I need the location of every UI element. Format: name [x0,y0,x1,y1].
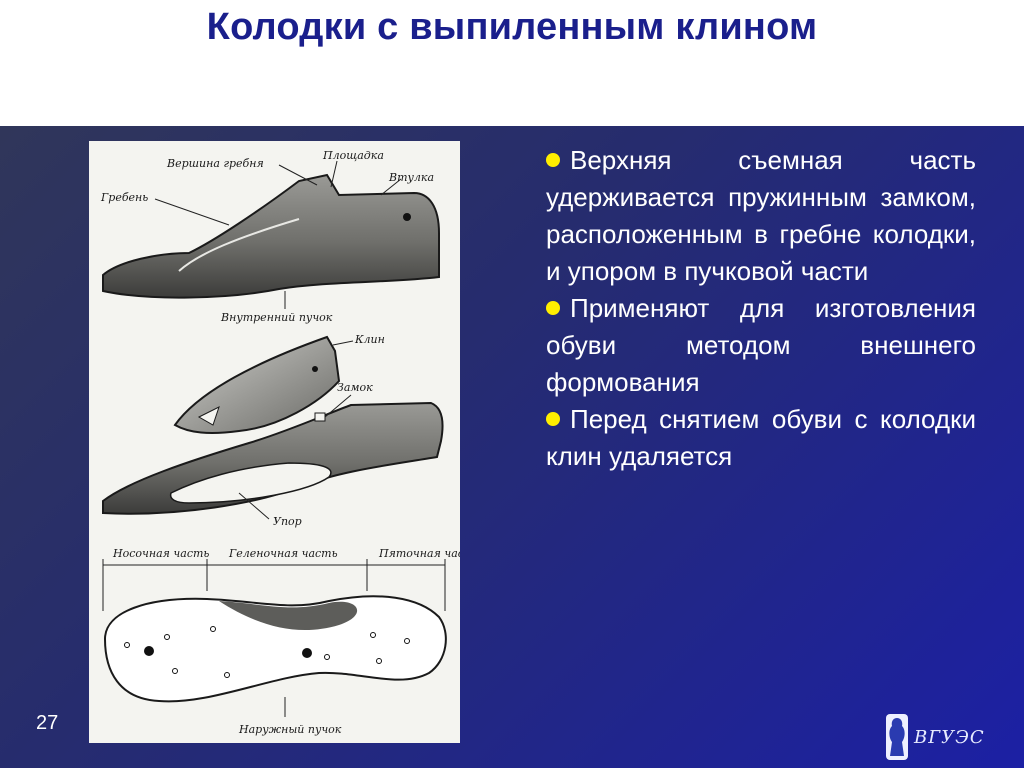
label-platform: Площадка [322,149,384,162]
wedge-view: Клин [173,333,385,434]
sole-hole-large-1 [144,646,154,656]
leader-lock [324,394,352,418]
sole-hole-7 [370,632,376,638]
full-last-highlight [178,218,300,272]
label-crest: Гребень [100,191,148,204]
sole-hole-3 [210,626,216,632]
locked-last-cavity [169,462,332,504]
sole-hole-9 [404,638,410,644]
bullet-item: Верхняя съемная часть удерживается пружи… [536,142,976,290]
label-shank-part: Геленочная часть [228,547,338,560]
sole-hole-large-2 [302,648,312,658]
logo-text: ВГУЭС [914,727,985,748]
bullet-item: Перед снятием обуви с колодки клин удаля… [536,401,976,475]
shoe-last-diagram: Вершина гребня Площадка Втулка Гребень В… [89,141,460,743]
sole-outline [103,595,447,703]
label-sleeve: Втулка [388,171,434,184]
sole-hole-5 [224,672,230,678]
bullet-dot-icon [546,412,560,426]
logo-figure-shape [889,718,905,756]
leader-sleeve [380,178,402,196]
sole-hole-8 [376,658,382,664]
label-wedge: Клин [354,333,385,346]
label-lock: Замок [337,381,373,394]
leader-wedge [332,340,354,346]
bullet-dot-icon [546,153,560,167]
slide-header: Колодки с выпиленным клином [0,0,1024,126]
shoe-last-drawing: Вершина гребня Площадка Втулка Гребень В… [100,149,460,736]
leader-crest-top [278,164,318,186]
full-last-pin [403,213,411,221]
label-stop: Упор [273,515,302,528]
sole-view: Носочная часть Геленочная часть Пяточная… [102,547,460,736]
logo-emblem-drawing [889,718,905,756]
full-last-shape [102,173,440,299]
label-inner-joint: Внутренний пучок [220,311,333,324]
bullet-list: Верхняя съемная часть удерживается пружи… [536,142,976,475]
leader-stop [238,492,270,520]
wedge-pin [312,366,318,372]
bullet-text: Перед снятием обуви с колодки клин удаля… [546,404,976,471]
locked-last-view: Замок Упор [102,381,444,528]
slide-title: Колодки с выпиленным клином [206,6,818,48]
sole-hole-4 [172,668,178,674]
sole-hole-1 [124,642,130,648]
full-last-view: Вершина гребня Площадка Втулка Гребень В… [100,149,440,324]
bullet-text: Верхняя съемная часть удерживается пружи… [546,145,976,286]
label-heel-part: Пяточная часть [378,547,460,560]
bullet-dot-icon [546,301,560,315]
label-toe-part: Носочная часть [112,547,209,560]
sole-hole-2 [164,634,170,640]
university-logo: ВГУЭС [886,714,998,760]
sole-shank-shade [219,601,358,631]
bullet-text: Применяют для изготовления обуви методом… [546,293,976,397]
label-outer-joint: Наружный пучок [238,723,342,736]
wedge-cutout [197,406,220,426]
label-crest-top: Вершина гребня [166,157,264,170]
page-number: 27 [36,712,59,734]
bullet-item: Применяют для изготовления обуви методом… [536,290,976,401]
lock-mechanism [314,412,326,422]
leader-crest [154,198,230,226]
leader-platform [330,160,338,188]
sole-hole-6 [324,654,330,660]
logo-emblem-icon [886,714,908,760]
